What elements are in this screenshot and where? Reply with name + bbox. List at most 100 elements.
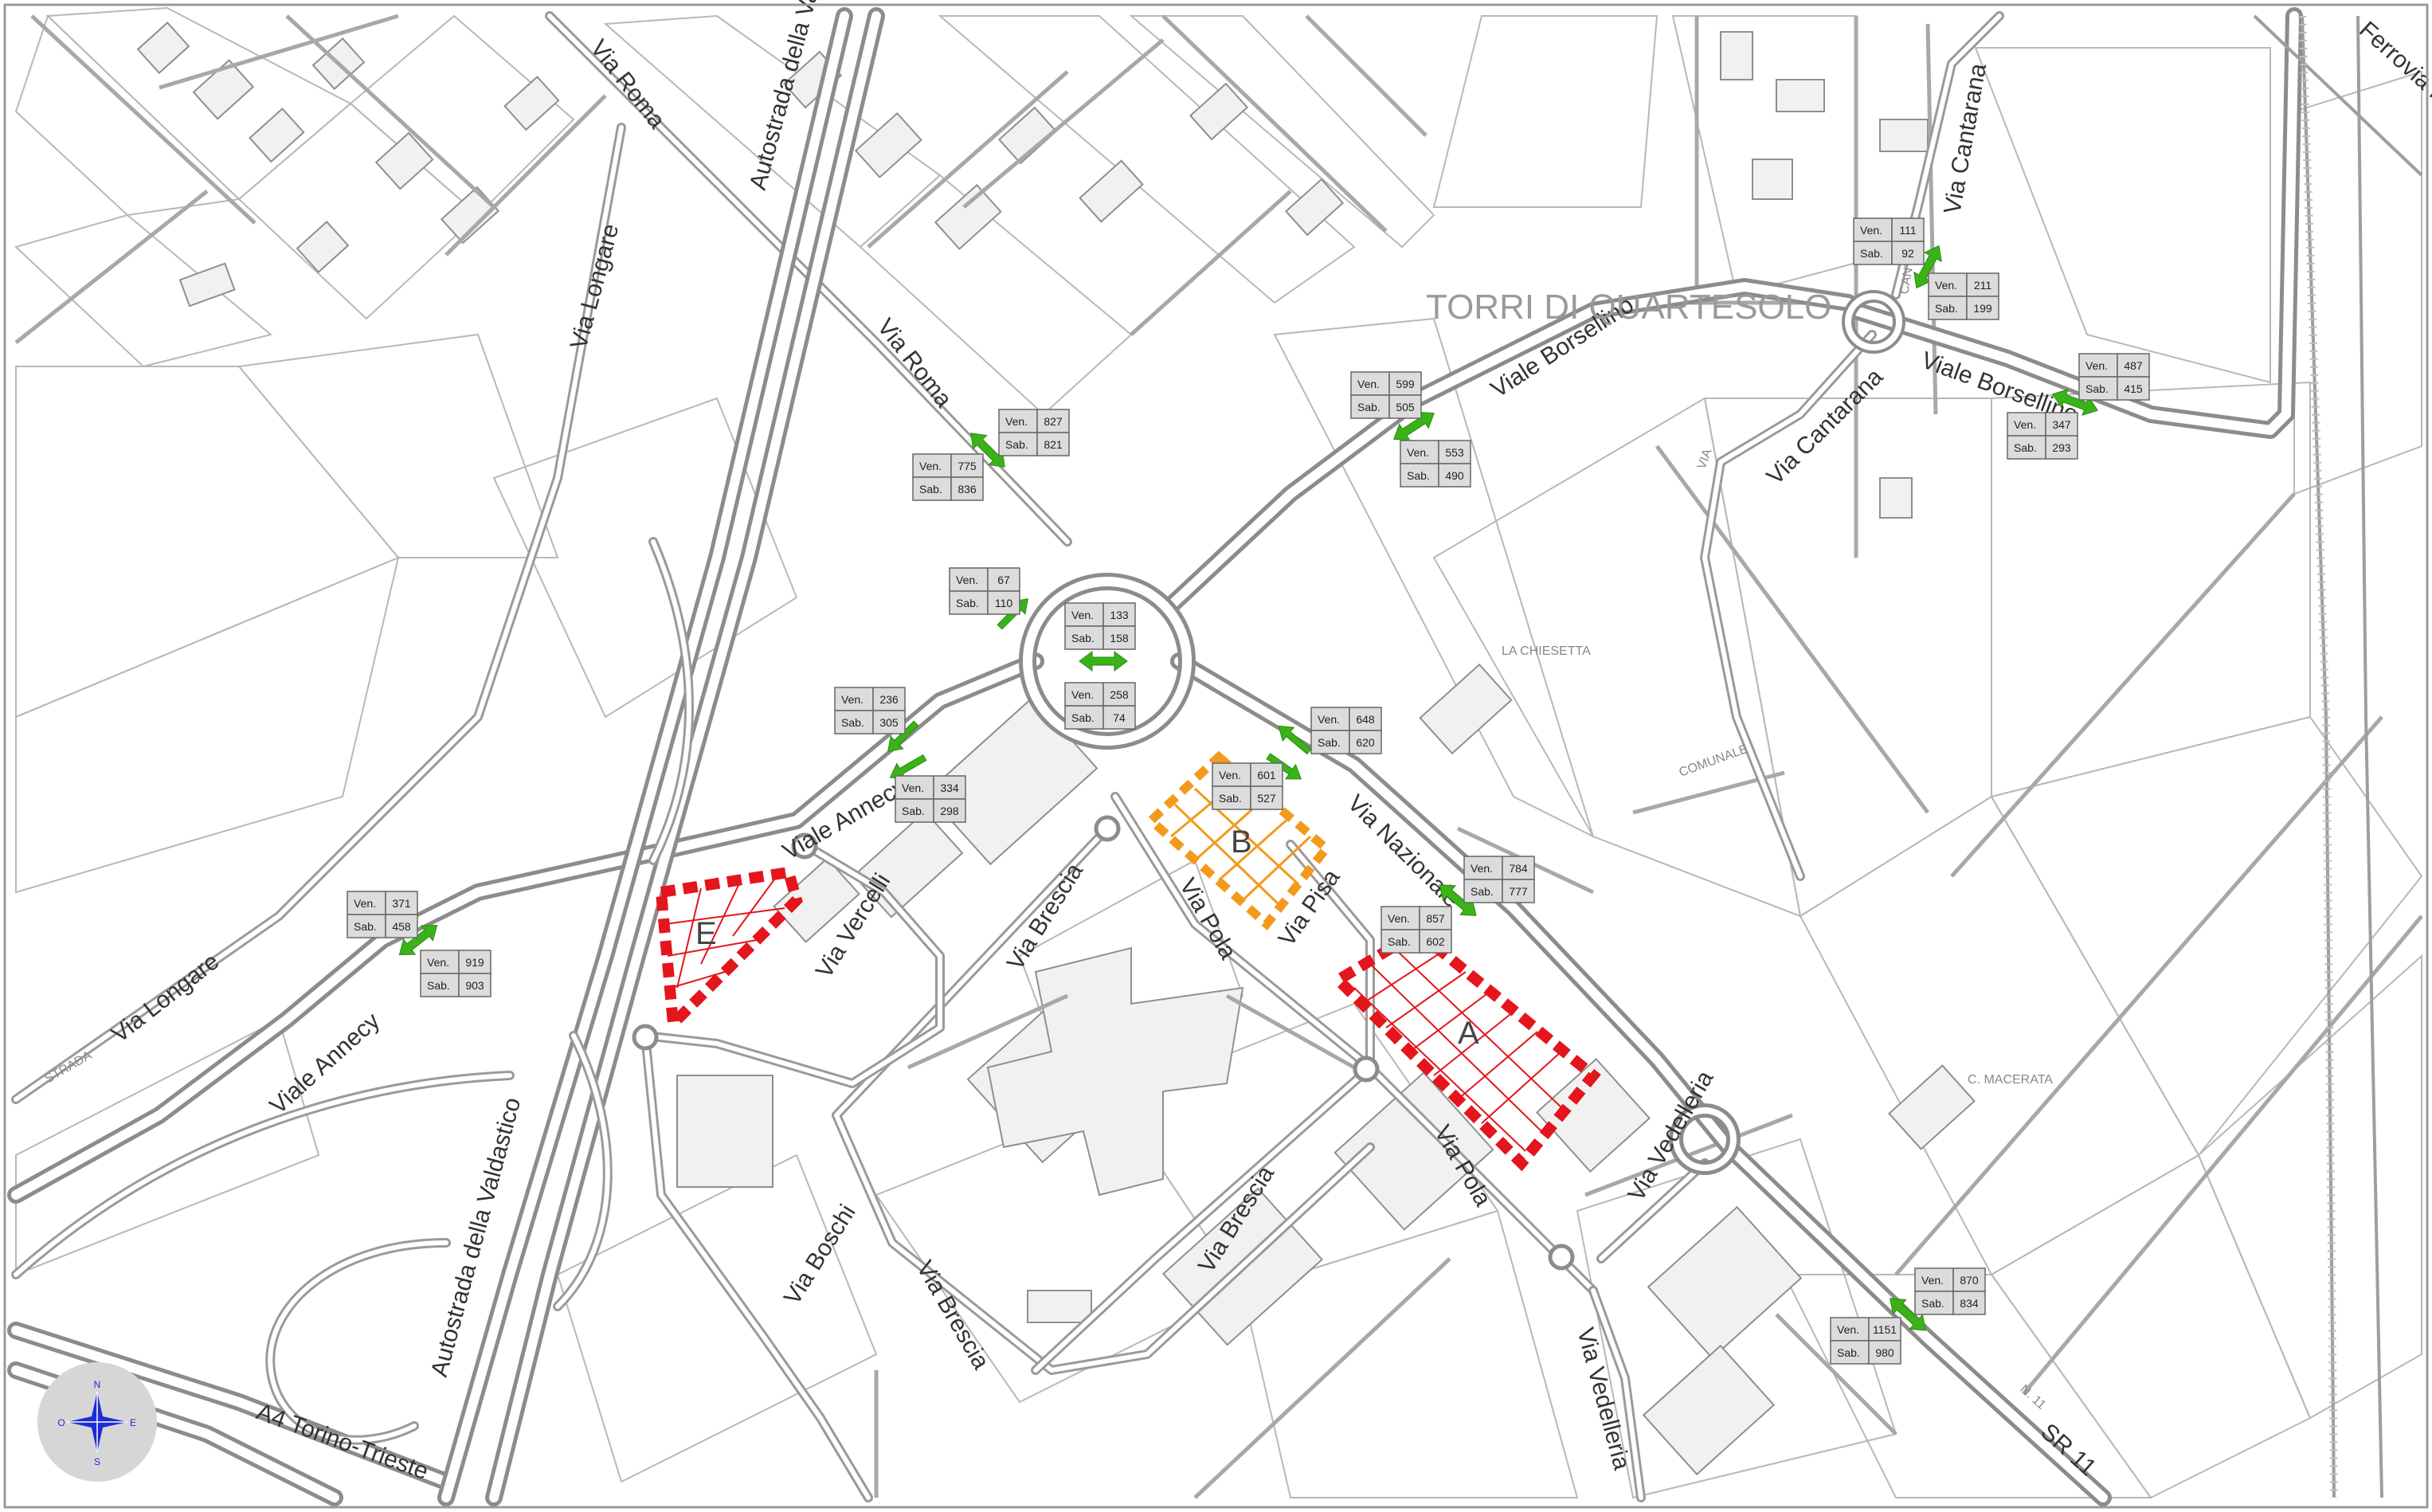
ven-count: 784 [1509, 862, 1528, 875]
street-label: Via Roma [585, 35, 670, 134]
railways [2253, 14, 2423, 1498]
sab-label: Sab. [1935, 302, 1958, 315]
sab-count: 777 [1509, 885, 1528, 898]
land-parcels [14, 6, 2423, 1499]
ven-count: 371 [392, 897, 411, 910]
sab-label: Sab. [1471, 885, 1494, 898]
double-arrow-icon [1393, 411, 1435, 441]
sab-count: 980 [1875, 1346, 1894, 1359]
arrow-icon [1278, 725, 1312, 755]
minor-streets [14, 14, 2423, 1499]
ven-label: Ven. [427, 956, 449, 969]
ven-label: Ven. [919, 460, 942, 472]
sab-count: 415 [2124, 382, 2143, 395]
ven-count: 553 [1445, 446, 1464, 459]
sab-label: Sab. [919, 483, 942, 496]
place-label: STRADA [43, 1048, 95, 1086]
town-label: TORRI DI QUARTESOLO [1426, 288, 1831, 327]
sab-label: Sab. [1219, 792, 1242, 805]
ven-count: 258 [1110, 688, 1129, 701]
ven-count: 236 [879, 693, 899, 706]
traffic-arrows [398, 245, 2098, 1331]
sab-label: Sab. [902, 805, 925, 817]
place-label: VIA [1695, 447, 1715, 471]
count-boxes: Ven.827Sab.821Ven.775Sab.836Ven.599Sab.5… [347, 217, 2150, 1365]
sab-label: Sab. [841, 716, 864, 729]
sab-label: Sab. [354, 920, 377, 933]
street-label: Via Roma [871, 314, 957, 413]
double-arrow-icon [1079, 651, 1128, 672]
sab-count: 110 [995, 597, 1013, 609]
ven-label: Ven. [1388, 912, 1410, 925]
sab-label: Sab. [1071, 632, 1095, 644]
ven-label: Ven. [2085, 359, 2108, 372]
ven-label: Ven. [1005, 415, 1028, 428]
ven-count: 857 [1426, 912, 1445, 925]
ven-label: Ven. [1407, 446, 1429, 459]
ven-count: 111 [1899, 224, 1916, 237]
place-label: C. MACERATA [1968, 1073, 2053, 1087]
compass-s: S [94, 1456, 100, 1467]
ven-label: Ven. [1357, 378, 1380, 390]
ven-label: Ven. [1219, 769, 1241, 781]
sab-count: 821 [1044, 438, 1063, 451]
sab-count: 836 [958, 483, 977, 496]
sab-label: Sab. [1407, 469, 1430, 482]
double-arrow-icon [2052, 389, 2098, 416]
sab-label: Sab. [1357, 401, 1380, 413]
compass-rose-icon: N S E O [37, 1362, 157, 1482]
zone-b-label: B [1231, 825, 1252, 860]
double-arrow-icon [970, 433, 1005, 468]
sab-count: 505 [1396, 401, 1415, 413]
sab-count: 298 [940, 805, 959, 817]
map-frame [3, 3, 2429, 1509]
sab-label: Sab. [427, 979, 450, 992]
zone-b [1144, 750, 1333, 931]
double-arrow-icon [1890, 1298, 1926, 1331]
street-label: Via Longare [107, 948, 224, 1048]
street-label: Via Boschi [779, 1200, 861, 1309]
sab-label: Sab. [1388, 935, 1411, 948]
ven-count: 648 [1356, 713, 1375, 726]
street-label: Via Pola [1174, 874, 1241, 964]
place-label: LA CHIESETTA [1502, 644, 1591, 658]
roundabouts [632, 290, 1905, 1271]
ven-count: 827 [1044, 415, 1063, 428]
sab-count: 458 [392, 920, 411, 933]
zone-a [1329, 925, 1601, 1172]
ven-label: Ven. [841, 693, 864, 706]
ven-count: 919 [465, 956, 484, 969]
sab-count: 92 [1901, 247, 1914, 260]
ven-count: 601 [1257, 769, 1276, 781]
compass-n: N [94, 1379, 101, 1390]
sab-count: 903 [465, 979, 484, 992]
street-label: Autostrada della Valdastico [426, 1095, 526, 1380]
ven-count: 775 [958, 460, 977, 472]
double-arrow-icon [1439, 884, 1477, 916]
sab-count: 158 [1110, 632, 1129, 644]
sab-count: 620 [1356, 736, 1375, 749]
sab-label: Sab. [1860, 247, 1883, 260]
arrow-icon [887, 720, 919, 753]
ven-label: Ven. [1318, 713, 1340, 726]
ven-label: Ven. [1837, 1323, 1859, 1336]
ven-count: 599 [1396, 378, 1415, 390]
sab-count: 305 [879, 716, 899, 729]
ven-label: Ven. [902, 781, 924, 794]
